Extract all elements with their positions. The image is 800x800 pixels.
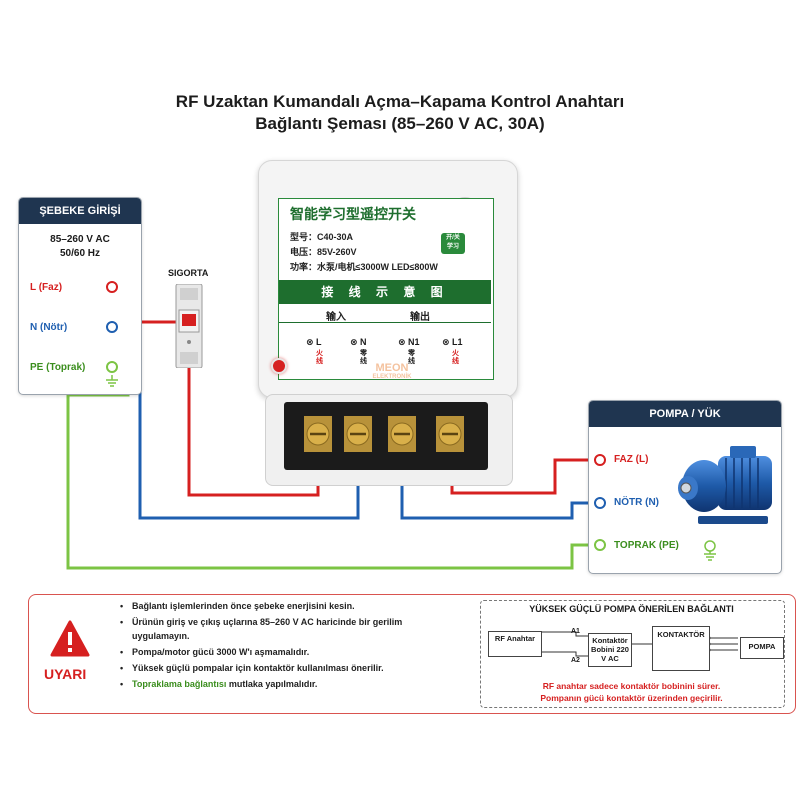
diagram-title-line1: RF Uzaktan Kumandalı Açma–Kapama Kontrol…	[175, 92, 625, 111]
learn-badge: 开/关 学习	[441, 233, 465, 254]
neutral-wire-relay-to-pump	[400, 440, 596, 520]
supply-terminals	[106, 281, 118, 387]
supply-earth-label: PE (Toprak)	[30, 362, 86, 373]
rf-switch-box: RF Anahtar	[488, 631, 542, 657]
screw-terminal-n1	[388, 416, 416, 452]
contactor-box: KONTAKTÖR	[652, 626, 710, 671]
screw-terminal-n	[344, 416, 372, 452]
pump-box: POMPA	[740, 637, 784, 659]
input-label: 输入	[326, 312, 346, 323]
warning-item-earthing: Topraklama bağlantısı mutlaka yapılmalıd…	[120, 678, 450, 692]
supply-neutral-label: N (Nötr)	[30, 322, 68, 333]
pump-terminals	[594, 454, 606, 551]
relay-model: 型号：C40-30A	[290, 232, 354, 242]
terminal-screws	[304, 416, 464, 452]
relay-product-name: 智能学习型遥控开关	[290, 206, 416, 222]
contactor-coil-box: Kontaktör Bobini 220 V AC	[588, 633, 632, 667]
mains-supply-panel: ŞEBEKE GİRİŞİ 85–260 V AC 50/60 Hz	[18, 197, 142, 395]
status-led-icon	[271, 358, 287, 374]
warning-label: UYARI	[44, 666, 87, 682]
pump-motor-icon	[678, 446, 772, 524]
screw-terminal-l	[304, 416, 332, 452]
fuse-breaker-icon	[175, 284, 203, 368]
pump-live-label: FAZ (L)	[614, 454, 649, 465]
legend-terminal-l1: ⊗ L1 火线	[442, 337, 463, 365]
pump-live-terminal	[594, 454, 606, 466]
supply-live-terminal	[106, 281, 118, 293]
pump-earth-terminal	[594, 539, 606, 551]
warning-list: Bağlantı işlemlerinden önce şebeke enerj…	[120, 600, 450, 694]
warning-item: Bağlantı işlemlerinden önce şebeke enerj…	[120, 600, 450, 614]
fuse-toggle	[182, 314, 196, 326]
mains-supply-heading: ŞEBEKE GİRİŞİ	[19, 198, 141, 224]
recommended-note: RF anahtar sadece kontaktör bobinini sür…	[542, 681, 721, 691]
supply-live-label: L (Faz)	[30, 282, 63, 293]
recommended-connection-panel	[480, 600, 785, 708]
relay-voltage: 电压：85V-260V	[290, 247, 357, 257]
diagram-title-line2: Bağlantı Şeması (85–260 V AC, 30A)	[255, 114, 545, 133]
warning-triangle-icon	[50, 620, 90, 657]
pump-heading: POMPA / YÜK	[589, 401, 781, 427]
legend-terminal-n: ⊗ N 零线	[350, 337, 367, 365]
relay-power: 功率：水泵/电机≤3000W LED≤800W	[290, 262, 438, 272]
screw-terminal-l1	[436, 416, 464, 452]
recommended-note: Pompanın gücü kontaktör üzerinden geçiri…	[540, 693, 723, 703]
output-label: 输出	[410, 312, 430, 323]
pump-earth-label: TOPRAK (PE)	[614, 540, 679, 551]
warning-item: Ürünün giriş ve çıkış uçlarına 85–260 V …	[120, 616, 450, 643]
recommended-heading: YÜKSEK GÜÇLÜ POMPA ÖNERİLEN BAĞLANTI	[529, 604, 734, 614]
coil-terminal-a2: A2	[571, 657, 580, 664]
label-divider	[279, 322, 491, 323]
terminal-legend: ⊗ L 火线 ⊗ N 零线 ⊗ N1 零线 ⊗ L1 火线	[306, 332, 486, 372]
supply-earth-terminal	[106, 361, 118, 373]
legend-terminal-n1: ⊗ N1 零线	[398, 337, 420, 365]
legend-terminal-l: ⊗ L 火线	[306, 337, 323, 365]
warning-item: Yüksek güçlü pompalar için kontaktör kul…	[120, 662, 450, 676]
wiring-banner: 接 线 示 意 图	[279, 280, 491, 304]
supply-neutral-terminal	[106, 321, 118, 333]
mains-frequency: 50/60 Hz	[59, 248, 101, 259]
watermark: MEON ELEKTRONİK	[372, 362, 412, 380]
warning-item: Pompa/motor gücü 3000 W'ı aşmamalıdır.	[120, 646, 450, 660]
pump-neutral-label: NÖTR (N)	[614, 497, 659, 508]
pump-neutral-terminal	[594, 497, 606, 509]
pump-earth-symbol-icon	[704, 540, 716, 561]
coil-terminal-a1: A1	[571, 628, 580, 635]
fuse-label: SIGORTA	[168, 268, 209, 278]
mains-voltage: 85–260 V AC	[50, 234, 110, 245]
recommended-notes: RF anahtar sadece kontaktör bobinini sür…	[480, 680, 783, 704]
earth-symbol-icon	[106, 375, 118, 387]
